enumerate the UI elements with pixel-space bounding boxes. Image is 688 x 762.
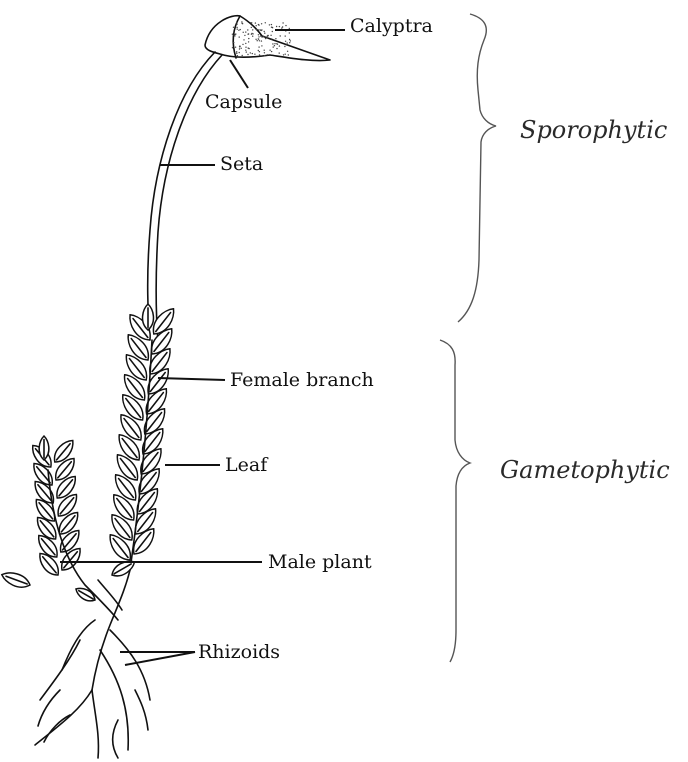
label-capsule: Capsule (205, 91, 282, 113)
label-leaf: Leaf (225, 454, 269, 476)
label-gametophytic: Gametophytic (500, 456, 670, 484)
female-branch-illustration (105, 304, 179, 564)
sporophytic-brace (458, 14, 496, 322)
label-sporophytic: Sporophytic (520, 116, 667, 144)
plant-base-side (98, 580, 122, 610)
label-male-plant: Male plant (268, 551, 372, 573)
calyptra-stipple (232, 21, 291, 56)
gametophytic-brace (440, 340, 470, 662)
label-seta: Seta (220, 153, 263, 175)
label-calyptra: Calyptra (350, 15, 433, 37)
label-rhizoids: Rhizoids (198, 641, 280, 663)
label-female-branch: Female branch (230, 369, 374, 391)
